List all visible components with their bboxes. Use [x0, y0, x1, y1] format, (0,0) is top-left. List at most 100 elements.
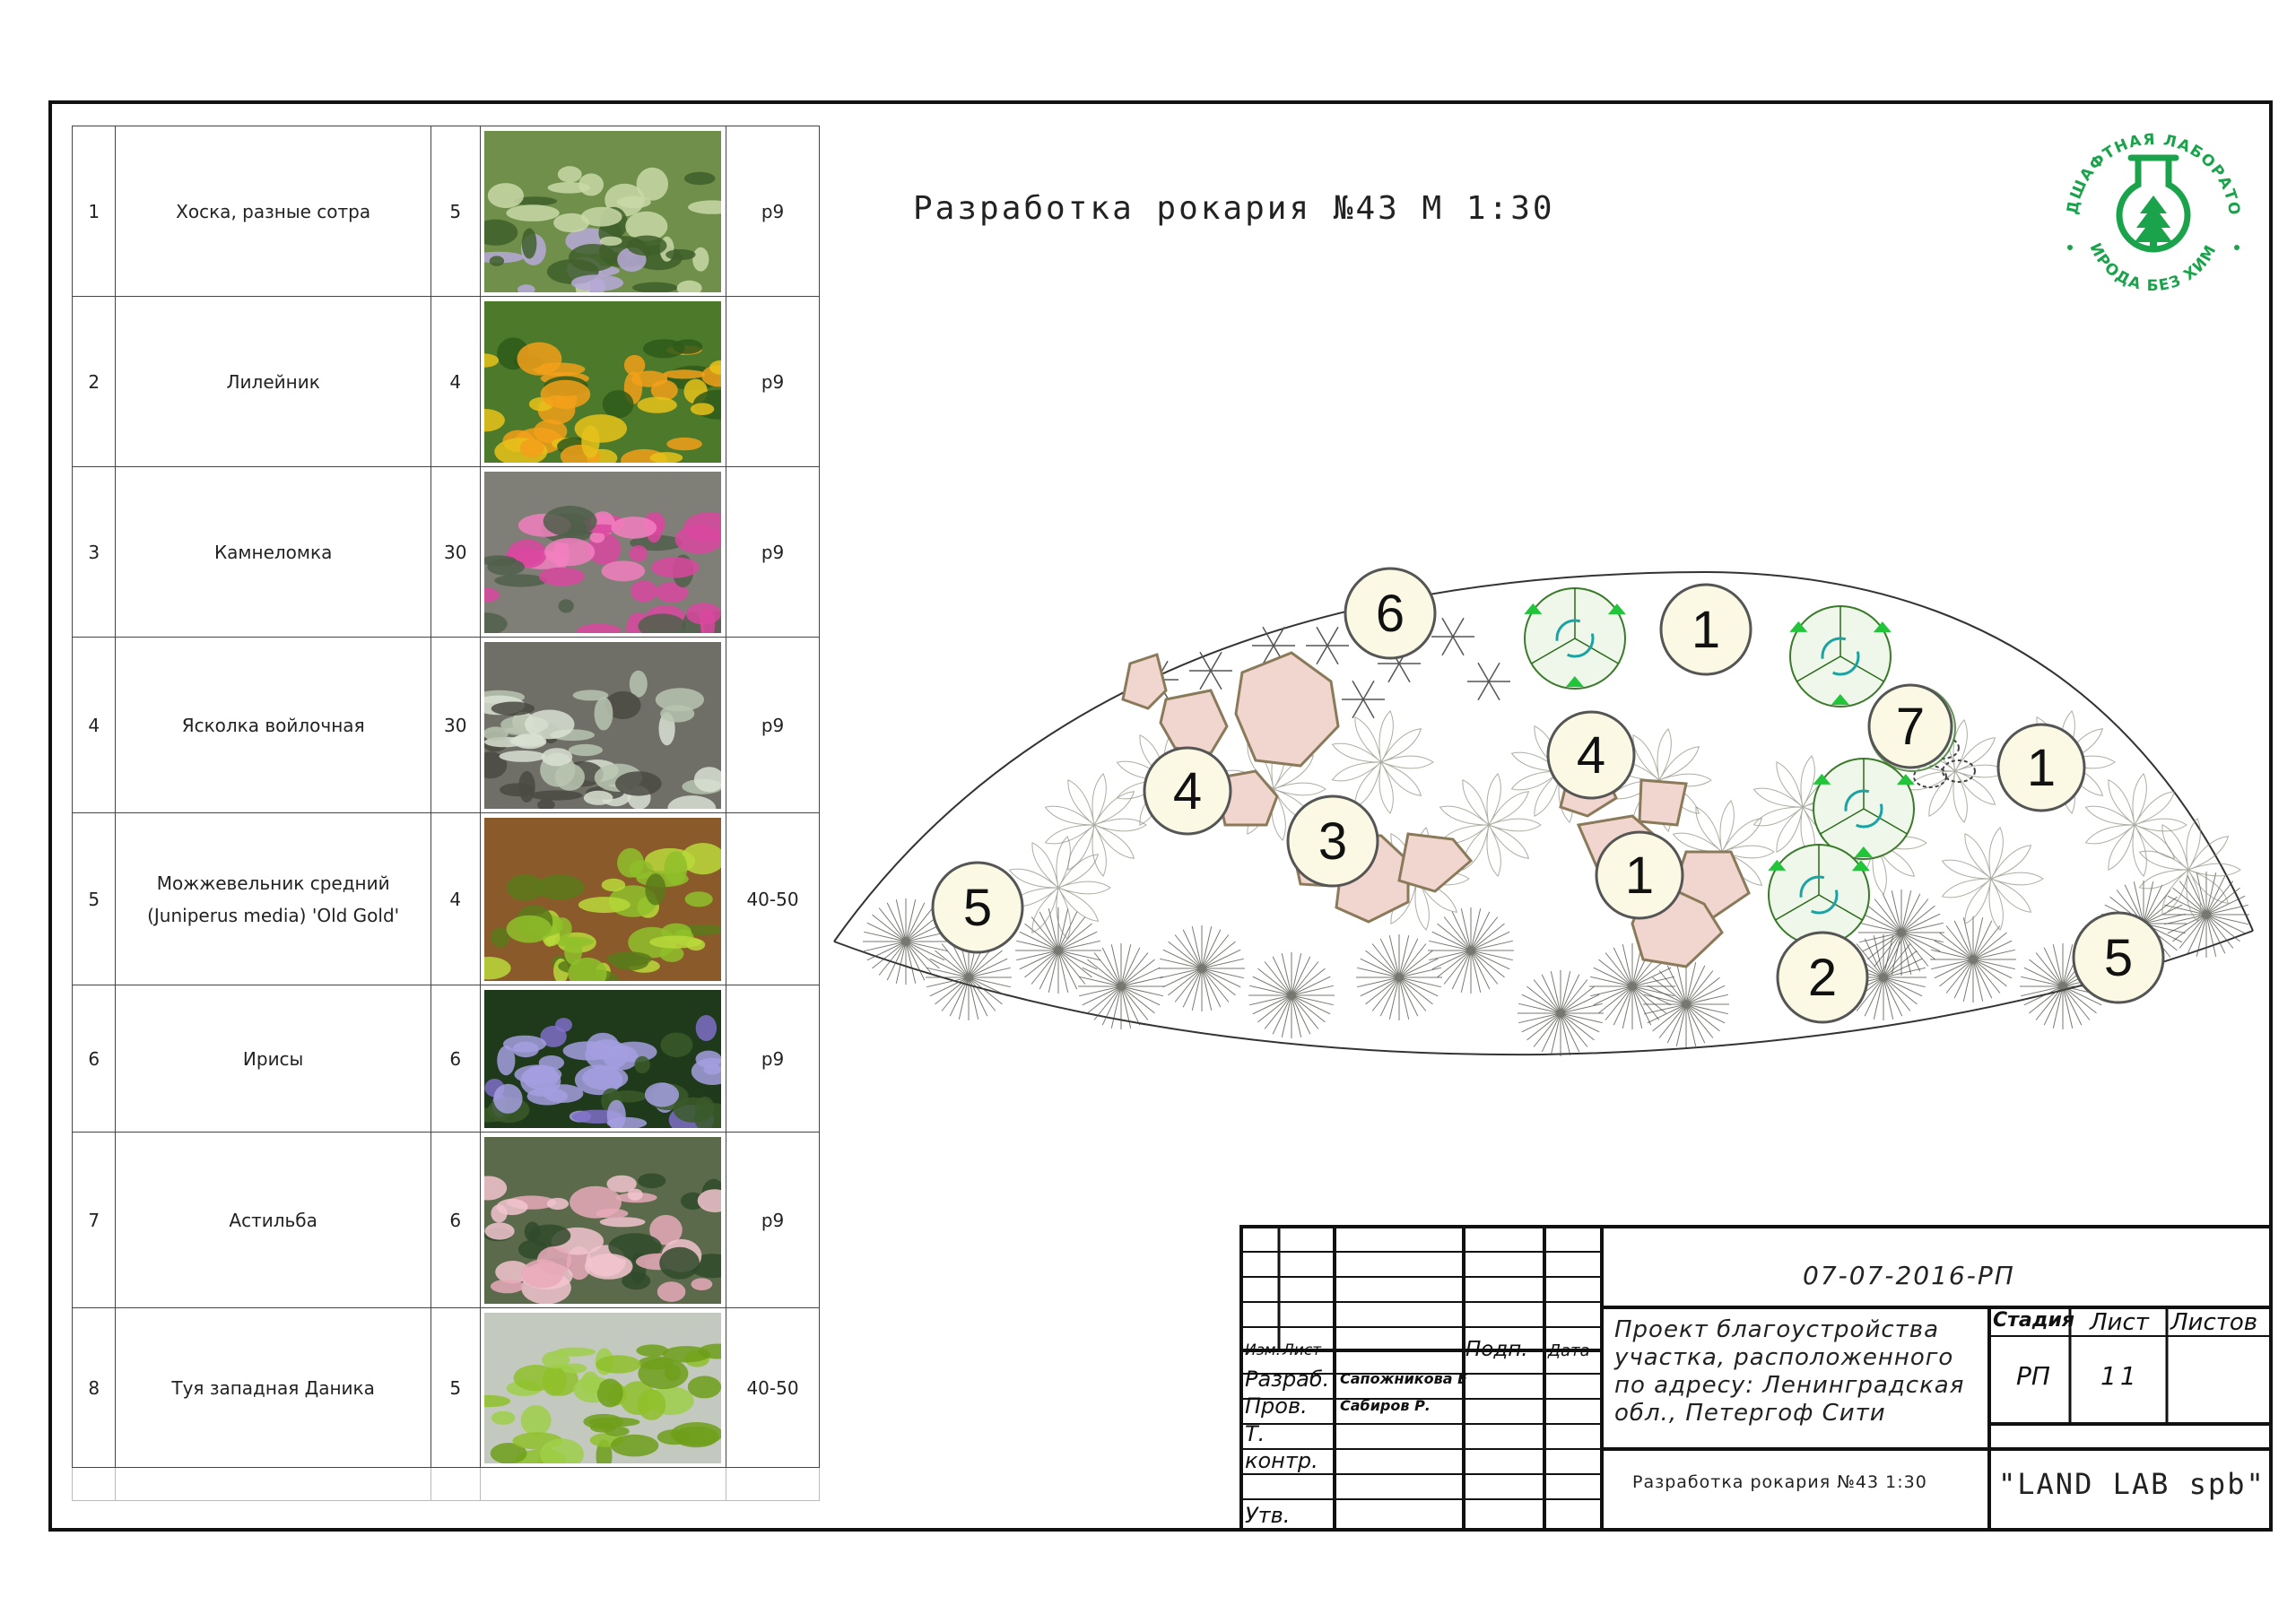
- iris-symbol: [1189, 651, 1232, 690]
- plant-marker: [1143, 746, 1232, 836]
- plant-number: 6: [71, 985, 117, 1133]
- empty-cell: [115, 1467, 431, 1501]
- plant-marker-number: 4: [1173, 762, 1202, 820]
- list-value: 11: [2100, 1361, 2140, 1391]
- plant-marker: [1996, 723, 2086, 812]
- stadia-value: РП: [2016, 1361, 2050, 1391]
- plant-marker: [1595, 830, 1684, 920]
- pebble: [1942, 759, 1976, 783]
- plant-marker: [2072, 911, 2165, 1004]
- drawing-frame: [48, 100, 2273, 1532]
- perennial-symbol: [1008, 836, 1111, 940]
- svg-text:ЛАНДШАФТНАЯ ЛАБОРАТОРИЯ: ЛАНДШАФТНАЯ ЛАБОРАТОРИЯ: [2050, 113, 2243, 217]
- plant-marker-number: 5: [963, 879, 992, 937]
- cerastium-photo: [484, 641, 722, 809]
- plant-marker-number: 3: [1318, 812, 1347, 871]
- plant-quantity: 6: [430, 985, 481, 1133]
- list-label: Лист: [2090, 1309, 2149, 1336]
- plant-quantity: 30: [430, 466, 481, 638]
- juniper-symbol: [1858, 890, 1944, 976]
- perennial-symbol: [2084, 773, 2187, 877]
- plant-name: Можжевельник средний (Juniperus media) '…: [115, 812, 431, 985]
- project-description: Проект благоустройства участка, располож…: [1614, 1316, 1965, 1427]
- perennial-symbol: [1941, 827, 2044, 931]
- juniper-symbol: [1248, 952, 1335, 1038]
- perennial-symbol: [1044, 773, 1147, 877]
- plant-quantity: 5: [430, 1307, 481, 1468]
- plant-quantity: 5: [430, 126, 481, 297]
- plant-number: 8: [71, 1307, 117, 1468]
- plant-marker: [1546, 710, 1636, 800]
- empty-cell: [71, 1467, 117, 1501]
- plant-name: Астильба: [115, 1132, 431, 1308]
- saxifrage-photo: [484, 471, 722, 633]
- listov-label: Листов: [2170, 1309, 2258, 1336]
- razrab-label: Разраб.: [1245, 1367, 1330, 1392]
- company-name: "LAND LAB spb": [1998, 1467, 2266, 1501]
- col-list-label: Лист: [1283, 1341, 1322, 1359]
- stone: [1121, 653, 1168, 710]
- thuja-inner: [1799, 875, 1839, 915]
- plant-photo-cell: [479, 296, 727, 467]
- plant-size: р9: [726, 126, 820, 297]
- col-izm-label: Изм.: [1245, 1341, 1281, 1359]
- razrab-name: Сапожникова Е: [1340, 1370, 1468, 1387]
- plant-marker: [1776, 931, 1869, 1024]
- plant-marker: [1659, 583, 1752, 676]
- stone: [1234, 651, 1340, 768]
- stone: [1159, 689, 1229, 755]
- iris-symbol: [1252, 626, 1295, 665]
- plant-number: 7: [71, 1132, 117, 1308]
- plant-quantity: 6: [430, 1132, 481, 1308]
- plant-name: Ирисы: [115, 985, 431, 1133]
- sheet-title: Разработка рокария №43 1:30: [1632, 1472, 1927, 1492]
- plant-size: р9: [726, 637, 820, 813]
- juniper-symbol: [1930, 916, 2016, 1002]
- prov-name: Сабиров Р.: [1340, 1397, 1431, 1414]
- iris-symbol: [1467, 662, 1510, 701]
- plant-size: р9: [726, 1132, 820, 1308]
- juniper-symbol: [1078, 943, 1164, 1029]
- juniper-symbol: [1015, 907, 1101, 994]
- drawing-title: Разработка рокария №43 М 1:30: [913, 190, 1555, 227]
- perennial-symbol: [2138, 818, 2241, 922]
- plant-size: р9: [726, 985, 820, 1133]
- plant-photo-cell: [479, 466, 727, 638]
- daylily-photo: [484, 300, 722, 463]
- juniper-symbol: [863, 898, 949, 985]
- juniper-symbol: [2163, 872, 2249, 958]
- juniper-symbol: [1518, 970, 1604, 1056]
- plant-photo-cell: [479, 637, 727, 813]
- stadia-label: Стадия: [1993, 1309, 2075, 1332]
- thuja-inner: [1555, 619, 1595, 658]
- plant-size: 40-50: [726, 812, 820, 985]
- juniper-symbol: [1589, 943, 1675, 1029]
- plant-name: Лилейник: [115, 296, 431, 467]
- table-row-empty: [71, 1467, 820, 1501]
- utv-label: Утв.: [1245, 1503, 1291, 1528]
- empty-cell: [479, 1467, 727, 1501]
- plant-marker-number: 7: [1896, 698, 1925, 756]
- tkontr-label: Т. контр.: [1245, 1421, 1318, 1473]
- plant-marker: [1286, 794, 1379, 888]
- thuja-inner: [1844, 789, 1883, 829]
- title-block: [1239, 1225, 2273, 1532]
- plant-marker-number: 2: [1808, 949, 1837, 1007]
- plant-marker: [931, 861, 1024, 954]
- juniper-symbol: [1159, 925, 1245, 1011]
- document-code: 07-07-2016-РП: [1803, 1261, 2015, 1290]
- plant-name: Ясколка войлочная: [115, 637, 431, 813]
- logo-top-text: ЛАНДШАФТНАЯ ЛАБОРАТОРИЯ: [2043, 100, 2241, 217]
- plant-quantity: 4: [430, 812, 481, 985]
- plant-marker-number: 1: [1625, 846, 1654, 905]
- plant-photo-cell: [479, 1307, 727, 1468]
- plant-marker-number: 4: [1577, 726, 1605, 785]
- plant-marker: [1867, 683, 1953, 769]
